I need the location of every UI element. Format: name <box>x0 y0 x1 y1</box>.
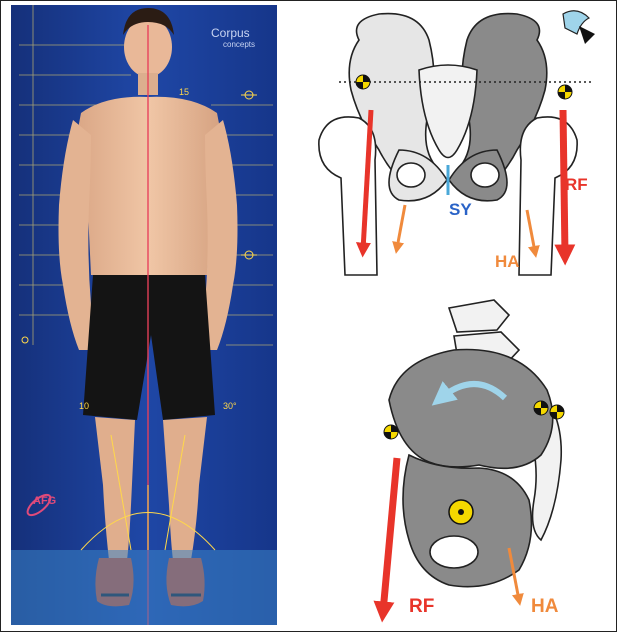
scale-label-10: 10 <box>79 401 89 411</box>
marker-back-bottom-2 <box>550 405 564 419</box>
posture-photo: Corpus concepts AFG 15 10 30° <box>11 5 277 625</box>
marker-right-top <box>558 85 572 99</box>
ha-label-bottom: HA <box>531 596 558 618</box>
tilt-arrow-icon <box>579 26 595 44</box>
scale-label-30: 30° <box>223 401 237 411</box>
brand-sub: concepts <box>211 39 255 51</box>
pelvis-diagrams-svg <box>279 0 617 632</box>
frontal-pelvis <box>319 14 577 275</box>
rf-label-top: RF <box>565 175 588 195</box>
posture-photo-drawing <box>11 5 277 625</box>
marker-left-top <box>356 75 370 89</box>
lateral-pelvis <box>389 300 561 587</box>
pelvis-diagrams: RF SY HA RF HA <box>279 0 617 632</box>
rf-label-bottom: RF <box>409 596 434 618</box>
hip-joint-dot <box>458 509 464 515</box>
marker-back-bottom-1 <box>534 401 548 415</box>
ha-arrow-left <box>397 205 405 248</box>
marker-front-bottom <box>384 425 398 439</box>
sy-label-top: SY <box>449 200 472 220</box>
rf-arrow-lateral <box>383 458 397 612</box>
brand-name: Corpus <box>211 26 250 40</box>
floor-mat <box>11 550 277 625</box>
afg-badge: AFG <box>33 495 56 507</box>
scale-label-15: 15 <box>179 87 189 97</box>
brand-logo: Corpus concepts <box>211 27 255 51</box>
ha-label-top: HA <box>495 252 520 272</box>
